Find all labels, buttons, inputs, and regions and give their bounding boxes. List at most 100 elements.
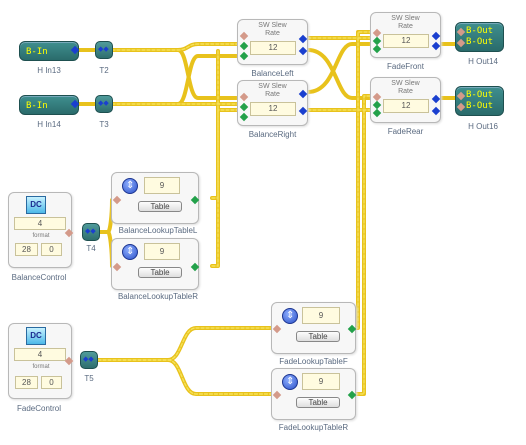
lookup-value[interactable]: 9 (302, 373, 340, 390)
output-pin[interactable] (431, 106, 441, 116)
wire (306, 48, 374, 100)
knob-icon (122, 178, 138, 194)
input-pin[interactable] (239, 51, 249, 61)
control-name: FadeControl (16, 404, 62, 413)
lookup-value[interactable]: 9 (302, 307, 340, 324)
input-port-label: B-In (26, 47, 48, 57)
output-pin[interactable] (190, 195, 200, 205)
tap-dots-icon: ◆◆ (85, 228, 96, 235)
format-field-2[interactable]: 0 (41, 376, 62, 389)
wire (210, 108, 240, 268)
wire (110, 48, 240, 100)
output-pin[interactable] (298, 106, 308, 116)
output-port-h-out14[interactable]: B-Out B-Out (455, 22, 504, 52)
lookup-table-name: FadeLookupTableF (279, 357, 348, 366)
lookup-table-fade-f[interactable]: 9 Table (271, 302, 357, 354)
lookup-table-balance-r[interactable]: 9 Table (111, 238, 200, 290)
input-pin[interactable] (239, 102, 249, 112)
slew-block-name: FadeFront (387, 62, 424, 71)
knob-icon (122, 244, 138, 260)
lookup-table-name: FadeLookupTableR (278, 423, 349, 432)
output-port-label: B-Out (466, 101, 494, 111)
format-field-1[interactable]: 28 (15, 243, 38, 256)
slew-title-line1: SW Slew (258, 83, 287, 90)
output-port-h-out16[interactable]: B-Out B-Out (455, 86, 504, 116)
control-value[interactable]: 4 (14, 217, 66, 230)
dc-control-balance[interactable]: DC 4 format 28 0 (8, 192, 74, 268)
output-port-name: H Out16 (468, 122, 498, 131)
format-label: format (32, 233, 50, 239)
tap-name: T5 (84, 374, 94, 383)
input-port-h-in13[interactable]: B-In (19, 41, 79, 61)
lookup-table-balance-l[interactable]: 9 Table (111, 172, 200, 224)
slew-title-line2: Rate (398, 23, 413, 30)
wire (306, 42, 374, 94)
dc-icon: DC (26, 327, 46, 345)
table-button[interactable]: Table (296, 397, 340, 408)
slew-rate-value[interactable]: 12 (383, 34, 429, 48)
input-pin[interactable] (372, 44, 382, 54)
slew-rate-value[interactable]: 12 (250, 41, 296, 55)
format-field-1[interactable]: 28 (15, 376, 38, 389)
output-port-label: B-Out (466, 37, 494, 47)
input-pin[interactable] (239, 41, 249, 51)
slew-title-line2: Rate (398, 88, 413, 95)
wire (348, 30, 374, 330)
knob-icon (282, 308, 298, 324)
wire (96, 358, 274, 396)
output-pin[interactable] (431, 41, 441, 51)
dc-control-fade[interactable]: DC 4 format 28 0 (8, 323, 74, 399)
output-port-name: H Out14 (468, 57, 498, 66)
input-port-name: H In13 (37, 66, 61, 75)
slew-title-line1: SW Slew (391, 80, 420, 87)
input-pin[interactable] (112, 262, 122, 272)
tap-name: T4 (86, 244, 96, 253)
tap-dots-icon: ◆◆ (83, 356, 94, 363)
output-pin[interactable] (431, 94, 441, 104)
control-name: BalanceControl (11, 273, 67, 282)
input-port-name: H In14 (37, 120, 61, 129)
format-label: format (32, 364, 50, 370)
knob-icon (282, 374, 298, 390)
output-pin[interactable] (298, 46, 308, 56)
output-pin[interactable] (347, 390, 357, 400)
table-button[interactable]: Table (296, 331, 340, 342)
table-button[interactable]: Table (138, 267, 182, 278)
slew-title-line2: Rate (265, 30, 280, 37)
slew-block-fade-rear[interactable]: SW Slew Rate 12 (370, 77, 441, 123)
tap-node-t2[interactable]: ◆◆ (95, 41, 113, 59)
slew-block-balance-left[interactable]: SW Slew Rate 12 (237, 19, 308, 65)
slew-block-name: FadeRear (387, 127, 424, 136)
wire (210, 49, 220, 200)
wire (110, 42, 240, 52)
format-field-2[interactable]: 0 (41, 243, 62, 256)
output-port-label: B-Out (466, 26, 494, 36)
output-pin[interactable] (347, 324, 357, 334)
tap-dots-icon: ◆◆ (98, 46, 109, 53)
tap-name: T3 (99, 120, 109, 129)
slew-rate-value[interactable]: 12 (250, 102, 296, 116)
lookup-table-fade-r[interactable]: 9 Table (271, 368, 357, 420)
output-pin[interactable] (190, 262, 200, 272)
slew-rate-value[interactable]: 12 (383, 99, 429, 113)
control-value[interactable]: 4 (14, 348, 66, 361)
tap-node-t3[interactable]: ◆◆ (95, 95, 113, 113)
tap-node-t5[interactable]: ◆◆ (80, 351, 98, 369)
slew-block-name: BalanceRight (248, 130, 297, 139)
lookup-value[interactable]: 9 (144, 177, 180, 194)
input-port-h-in14[interactable]: B-In (19, 95, 79, 115)
tap-node-t4[interactable]: ◆◆ (82, 223, 100, 241)
output-pin[interactable] (431, 31, 441, 41)
lookup-value[interactable]: 9 (144, 243, 180, 260)
input-pin[interactable] (239, 112, 249, 122)
slew-block-balance-right[interactable]: SW Slew Rate 12 (237, 80, 308, 126)
input-pin[interactable] (372, 108, 382, 118)
input-pin[interactable] (112, 195, 122, 205)
wire (96, 326, 274, 362)
table-button[interactable]: Table (138, 201, 182, 212)
input-pin[interactable] (272, 390, 282, 400)
output-port-label: B-Out (466, 90, 494, 100)
input-pin[interactable] (272, 324, 282, 334)
slew-block-fade-front[interactable]: SW Slew Rate 12 (370, 12, 441, 58)
